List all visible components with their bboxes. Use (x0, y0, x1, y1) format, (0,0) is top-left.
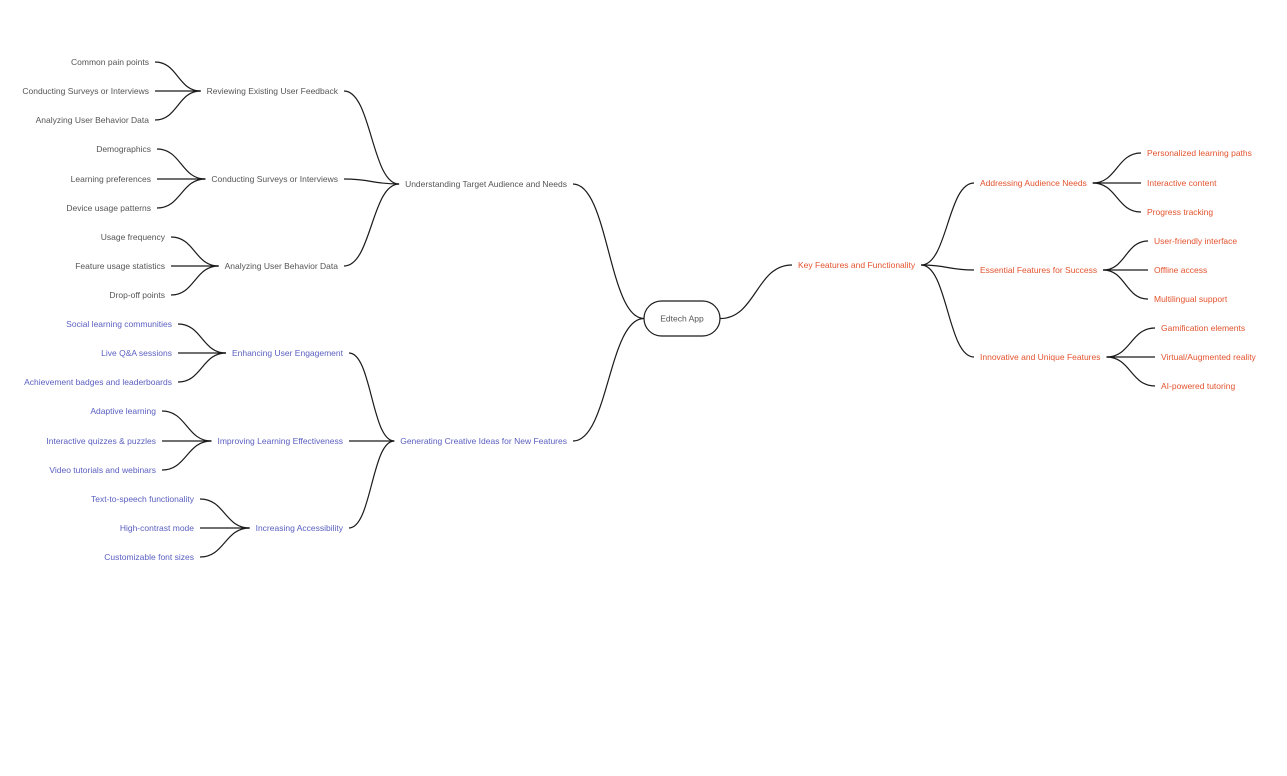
edge-branch-to-subtopic (921, 264, 975, 271)
edge-subtopic-to-leaf (156, 178, 206, 209)
leaf-node[interactable]: Conducting Surveys or Interviews (22, 86, 149, 96)
leaf-node[interactable]: Interactive quizzes & puzzles (46, 436, 156, 446)
leaf-node[interactable]: User-friendly interface (1154, 236, 1237, 246)
branch-node[interactable]: Understanding Target Audience and Needs (405, 179, 567, 189)
leaf-node[interactable]: Adaptive learning (90, 406, 156, 416)
edge-subtopic-to-leaf (177, 323, 226, 354)
edge-branch-to-subtopic (921, 264, 975, 358)
leaf-node[interactable]: Live Q&A sessions (101, 348, 172, 358)
leaf-node[interactable]: Usage frequency (101, 232, 166, 242)
edge-subtopic-to-leaf (156, 148, 206, 180)
leaf-node[interactable]: Text-to-speech functionality (91, 494, 195, 504)
leaf-node[interactable]: Common pain points (71, 57, 149, 67)
leaf-node[interactable]: Social learning communities (66, 319, 172, 329)
leaf-node[interactable]: Progress tracking (1147, 207, 1213, 217)
subtopic-node[interactable]: Improving Learning Effectiveness (217, 436, 343, 446)
subtopic-node[interactable]: Innovative and Unique Features (980, 352, 1101, 362)
subtopic-node[interactable]: Essential Features for Success (980, 265, 1097, 275)
edge-subtopic-to-leaf (1092, 152, 1142, 184)
edge-branch-to-subtopic (343, 183, 400, 267)
leaf-node[interactable]: Demographics (96, 144, 151, 154)
edge-subtopic-to-leaf (161, 440, 212, 471)
edge-subtopic-to-leaf (1106, 356, 1156, 387)
leaf-node[interactable]: AI-powered tutoring (1161, 381, 1235, 391)
edge-subtopic-to-leaf (199, 498, 250, 529)
edge-subtopic-to-leaf (170, 265, 219, 296)
subtopic-node[interactable]: Addressing Audience Needs (980, 178, 1087, 188)
branch-node[interactable]: Generating Creative Ideas for New Featur… (400, 436, 567, 446)
leaf-node[interactable]: Feature usage statistics (75, 261, 165, 271)
subtopic-node[interactable]: Analyzing User Behavior Data (225, 261, 339, 271)
mindmap-edges (154, 61, 1156, 558)
subtopic-node[interactable]: Conducting Surveys or Interviews (211, 174, 338, 184)
edge-subtopic-to-leaf (199, 527, 250, 558)
leaf-node[interactable]: Gamification elements (1161, 323, 1245, 333)
leaf-node[interactable]: Virtual/Augmented reality (1161, 352, 1257, 362)
leaf-node[interactable]: Achievement badges and leaderboards (24, 377, 172, 387)
edge-subtopic-to-leaf (1092, 182, 1142, 213)
edge-branch-to-subtopic (343, 178, 400, 185)
leaf-node[interactable]: Learning preferences (71, 174, 151, 184)
edge-root-to-branch (719, 264, 793, 320)
edge-subtopic-to-leaf (154, 90, 201, 121)
edge-subtopic-to-leaf (1103, 240, 1149, 271)
edge-subtopic-to-leaf (1106, 327, 1156, 358)
root-node-label: Edtech App (660, 314, 704, 324)
mindmap-nodes: Understanding Target Audience and Needs R… (22, 57, 1256, 562)
leaf-node[interactable]: Interactive content (1147, 178, 1217, 188)
leaf-node[interactable]: Device usage patterns (66, 203, 151, 213)
edge-branch-to-subtopic (921, 182, 975, 266)
subtopic-node[interactable]: Increasing Accessibility (256, 523, 344, 533)
leaf-node[interactable]: Video tutorials and webinars (49, 465, 156, 475)
edge-branch-to-subtopic (348, 440, 395, 529)
edge-subtopic-to-leaf (161, 410, 212, 442)
leaf-node[interactable]: Customizable font sizes (104, 552, 194, 562)
subtopic-node[interactable]: Enhancing User Engagement (232, 348, 344, 358)
branch-node[interactable]: Key Features and Functionality (798, 260, 916, 270)
edge-subtopic-to-leaf (170, 236, 219, 267)
edge-root-to-branch (572, 183, 645, 320)
leaf-node[interactable]: Personalized learning paths (1147, 148, 1252, 158)
leaf-node[interactable]: High-contrast mode (120, 523, 194, 533)
leaf-node[interactable]: Drop-off points (109, 290, 165, 300)
leaf-node[interactable]: Analyzing User Behavior Data (36, 115, 150, 125)
leaf-node[interactable]: Offline access (1154, 265, 1207, 275)
edge-subtopic-to-leaf (154, 61, 201, 92)
root-node-box (643, 300, 721, 337)
edge-root-to-branch (572, 317, 645, 442)
edge-branch-to-subtopic (343, 90, 400, 185)
edge-subtopic-to-leaf (1103, 269, 1149, 300)
leaf-node[interactable]: Multilingual support (1154, 294, 1228, 304)
edge-subtopic-to-leaf (177, 352, 226, 383)
edge-branch-to-subtopic (348, 352, 395, 442)
root-node[interactable]: Edtech App (643, 300, 721, 337)
subtopic-node[interactable]: Reviewing Existing User Feedback (207, 86, 339, 96)
